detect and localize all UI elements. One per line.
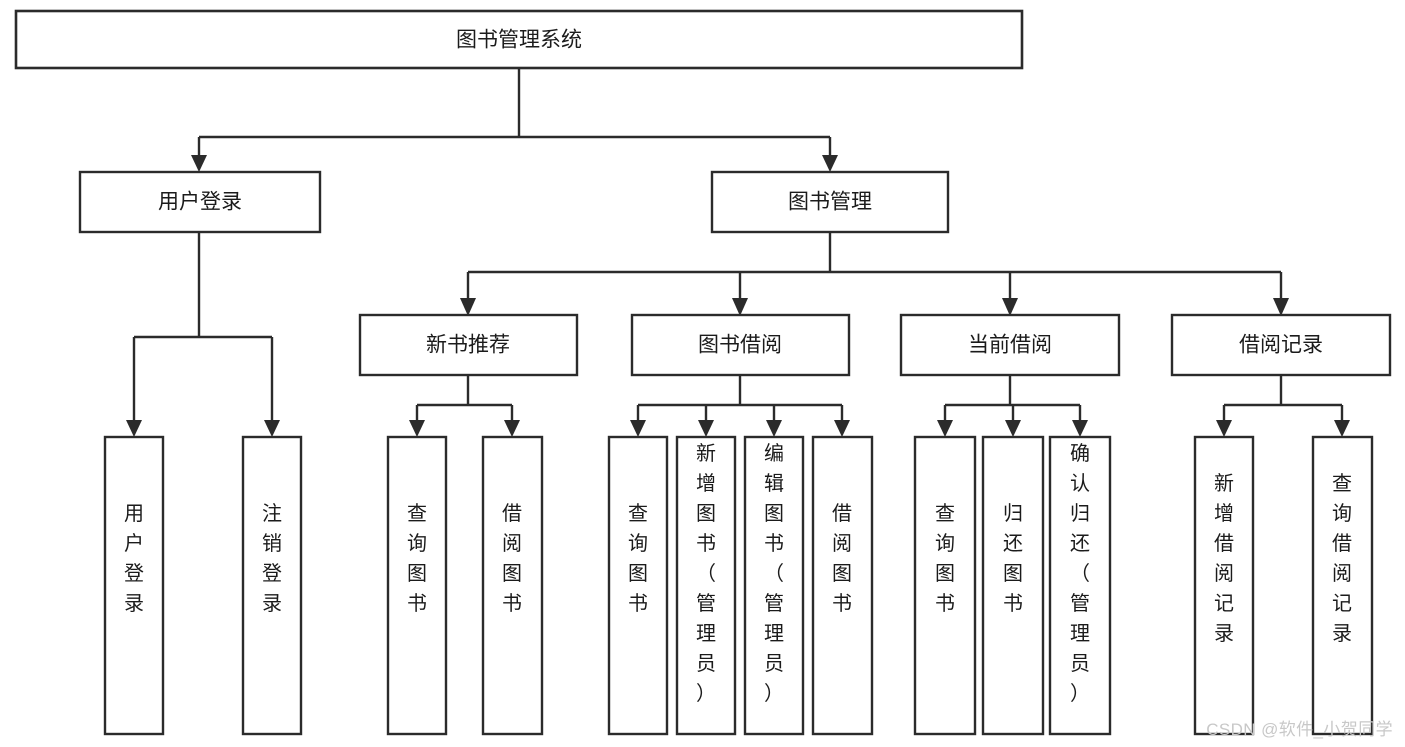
node-leaf-confirm-return-box[interactable] xyxy=(1048,435,1112,736)
node-leaf-add-book-label: 新增图书（管理员） xyxy=(696,442,716,705)
node-book-manage-label: 图书管理 xyxy=(788,191,872,214)
node-leaf-query-record[interactable]: 查询借阅记录 xyxy=(1311,435,1374,736)
node-leaf-borrow-book-2[interactable]: 借阅图书 xyxy=(811,435,874,736)
node-leaf-query-book-1-label: 查询图书 xyxy=(407,502,427,615)
node-book-borrow-label: 图书借阅 xyxy=(698,334,782,357)
node-book-manage[interactable]: 图书管理 xyxy=(710,170,950,234)
node-leaf-query-book-2-box[interactable] xyxy=(607,435,669,736)
arrow-head-leaf-user-login xyxy=(126,420,142,437)
node-leaf-borrow-book-1[interactable]: 借阅图书 xyxy=(481,435,544,736)
arrow-head-book-borrow xyxy=(732,298,748,316)
node-leaf-add-record-box[interactable] xyxy=(1193,435,1255,736)
node-book-manage-box[interactable] xyxy=(710,170,950,234)
node-leaf-return-book-box[interactable] xyxy=(981,435,1045,736)
node-user-login[interactable]: 用户登录 xyxy=(78,170,322,234)
node-leaf-query-book-2[interactable]: 查询图书 xyxy=(607,435,669,736)
node-current-borrow-box[interactable] xyxy=(899,313,1121,377)
arrow-head-user-login xyxy=(191,155,207,172)
node-leaf-logout[interactable]: 注销登录 xyxy=(241,435,303,736)
node-leaf-query-record-box[interactable] xyxy=(1311,435,1374,736)
node-leaf-edit-book-box[interactable] xyxy=(743,435,805,736)
node-borrow-record[interactable]: 借阅记录 xyxy=(1170,313,1392,377)
node-leaf-return-book-label: 归还图书 xyxy=(1003,502,1023,615)
node-leaf-logout-box[interactable] xyxy=(241,435,303,736)
node-leaf-query-book-3-box[interactable] xyxy=(913,435,977,736)
arrow-head-leaf-add-record xyxy=(1216,420,1232,437)
arrow-head-leaf-borrow-book-2 xyxy=(834,420,850,437)
node-leaf-query-book-2-label: 查询图书 xyxy=(628,502,648,615)
node-leaf-return-book[interactable]: 归还图书 xyxy=(981,435,1045,736)
node-leaf-edit-book[interactable]: 编辑图书（管理员） xyxy=(743,435,805,736)
node-leaf-add-record-label: 新增借阅记录 xyxy=(1214,472,1234,645)
node-leaf-borrow-book-2-label: 借阅图书 xyxy=(832,502,852,615)
arrow-head-book-manage xyxy=(822,155,838,172)
arrow-head-leaf-borrow-book-1 xyxy=(504,420,520,437)
node-leaf-borrow-book-1-label: 借阅图书 xyxy=(502,502,522,615)
node-new-book-rec-box[interactable] xyxy=(358,313,579,377)
arrow-head-borrow-record xyxy=(1273,298,1289,316)
arrow-head-leaf-query-book-3 xyxy=(937,420,953,437)
node-leaf-borrow-book-1-box[interactable] xyxy=(481,435,544,736)
node-leaf-confirm-return-label: 确认归还（管理员） xyxy=(1070,442,1090,705)
node-user-login-box[interactable] xyxy=(78,170,322,234)
node-current-borrow[interactable]: 当前借阅 xyxy=(899,313,1121,377)
node-leaf-user-login-label: 用户登录 xyxy=(124,503,144,615)
node-leaf-query-record-label: 查询借阅记录 xyxy=(1332,472,1352,645)
arrow-head-current-borrow xyxy=(1002,298,1018,316)
node-leaf-borrow-book-2-box[interactable] xyxy=(811,435,874,736)
node-leaf-edit-book-label: 编辑图书（管理员） xyxy=(764,442,784,705)
node-root-label: 图书管理系统 xyxy=(456,29,582,52)
node-book-borrow-box[interactable] xyxy=(630,313,851,377)
node-borrow-record-box[interactable] xyxy=(1170,313,1392,377)
node-new-book-rec-label: 新书推荐 xyxy=(426,334,510,357)
node-leaf-query-book-1-box[interactable] xyxy=(386,435,448,736)
arrow-head-new-book-rec xyxy=(460,298,476,316)
node-leaf-logout-label: 注销登录 xyxy=(262,502,282,615)
arrow-head-leaf-add-book xyxy=(698,420,714,437)
node-leaf-add-record[interactable]: 新增借阅记录 xyxy=(1193,435,1255,736)
node-new-book-rec[interactable]: 新书推荐 xyxy=(358,313,579,377)
node-current-borrow-label: 当前借阅 xyxy=(968,334,1052,357)
node-root[interactable]: 图书管理系统 xyxy=(14,9,1024,70)
arrow-head-leaf-logout xyxy=(264,420,280,437)
node-borrow-record-label: 借阅记录 xyxy=(1239,334,1323,357)
connector-group xyxy=(126,68,1350,437)
node-leaf-query-book-3[interactable]: 查询图书 xyxy=(913,435,977,736)
node-leaf-confirm-return[interactable]: 确认归还（管理员） xyxy=(1048,435,1112,736)
arrow-head-leaf-query-record xyxy=(1334,420,1350,437)
arrow-head-leaf-confirm-return xyxy=(1072,420,1088,437)
node-book-borrow[interactable]: 图书借阅 xyxy=(630,313,851,377)
node-leaf-user-login-box[interactable] xyxy=(103,435,165,736)
arrow-head-leaf-edit-book xyxy=(766,420,782,437)
node-user-login-label: 用户登录 xyxy=(158,191,242,214)
node-leaf-add-book[interactable]: 新增图书（管理员） xyxy=(675,435,737,736)
node-root-box[interactable] xyxy=(14,9,1024,70)
arrow-head-leaf-query-book-2 xyxy=(630,420,646,437)
node-leaf-user-login[interactable]: 用户登录 xyxy=(103,435,165,736)
arrow-head-leaf-return-book xyxy=(1005,420,1021,437)
csdn-watermark: CSDN @软件_小贺同学 xyxy=(1206,720,1393,739)
node-leaf-add-book-box[interactable] xyxy=(675,435,737,736)
node-leaf-query-book-3-label: 查询图书 xyxy=(935,502,955,615)
arrow-head-leaf-query-book-1 xyxy=(409,420,425,437)
node-leaf-query-book-1[interactable]: 查询图书 xyxy=(386,435,448,736)
